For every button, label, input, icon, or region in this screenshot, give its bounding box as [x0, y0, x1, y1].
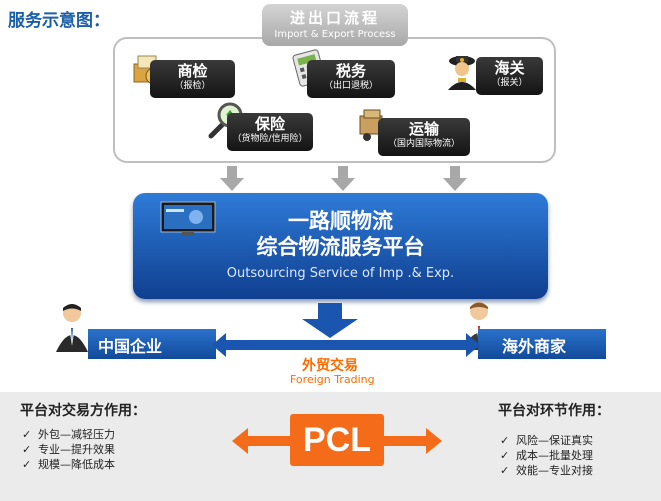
- list-item: ✓ 规模—降低成本: [22, 457, 115, 472]
- list-item: ✓ 成本—批量处理: [500, 448, 593, 463]
- list-item-text: 效能—专业对接: [516, 464, 593, 477]
- platform-english: Outsourcing Service of Imp .& Exp.: [226, 266, 455, 281]
- service-sub: （货物险/信用险）: [232, 134, 308, 144]
- list-item: ✓ 外包—减轻压力: [22, 427, 115, 442]
- chinese-businessman-icon: [56, 304, 88, 352]
- left-role-list: ✓ 外包—减轻压力 ✓ 专业—提升效果 ✓ 规模—降低成本: [22, 427, 115, 472]
- down-arrow-icon: [220, 166, 244, 191]
- process-title-en: Import & Export Process: [274, 29, 396, 40]
- service-sub: （报检）: [174, 81, 211, 91]
- service-name: 保险: [254, 115, 285, 133]
- process-container: [113, 37, 556, 163]
- right-role-title: 平台对环节作用：: [498, 403, 610, 419]
- down-arrow-icon: [302, 303, 358, 338]
- service-name: 税务: [335, 62, 366, 80]
- right-role-list: ✓ 风险—保证真实 ✓ 成本—批量处理 ✓ 效能—专业对接: [500, 433, 593, 478]
- customs-officer-icon: [448, 56, 476, 90]
- chinese-enterprise-label: 中国企业: [88, 329, 216, 359]
- list-item: ✓ 专业—提升效果: [22, 442, 115, 457]
- service-transport: 运输 （国内国际物流）: [378, 118, 470, 156]
- list-item-text: 成本—批量处理: [516, 449, 593, 462]
- process-title-cn: 进出口流程: [289, 9, 380, 27]
- platform-subtitle: 综合物流服务平台: [256, 235, 425, 259]
- service-sub: （出口退税）: [323, 81, 378, 91]
- list-item-text: 规模—降低成本: [38, 458, 115, 471]
- list-item: ✓ 效能—专业对接: [500, 463, 593, 478]
- down-arrow-icon: [443, 166, 467, 191]
- check-icon: ✓: [500, 449, 510, 462]
- list-item-text: 外包—减轻压力: [38, 428, 115, 441]
- overseas-merchant-label: 海外商家: [478, 329, 606, 359]
- service-name: 海关: [494, 59, 525, 77]
- service-tax: 税务 （出口退税）: [307, 60, 395, 98]
- trade-label-cn: 外贸交易: [302, 358, 358, 374]
- service-insurance: 保险 （货物险/信用险）: [227, 113, 313, 151]
- service-name: 运输: [408, 120, 439, 138]
- monitor-icon: [160, 201, 216, 236]
- list-item-text: 风险—保证真实: [516, 434, 593, 447]
- service-name: 商检: [177, 62, 208, 80]
- service-sub: （国内国际物流）: [387, 139, 460, 149]
- down-arrow-icon: [331, 166, 355, 191]
- check-icon: ✓: [500, 464, 510, 477]
- check-icon: ✓: [500, 434, 510, 447]
- pcl-badge: PCL: [290, 414, 384, 466]
- process-tab: 进出口流程 Import & Export Process: [262, 4, 408, 46]
- left-role-title: 平台对交易方作用：: [20, 403, 146, 419]
- right-arrow-icon: [382, 428, 442, 454]
- list-item-text: 专业—提升效果: [38, 443, 115, 456]
- double-arrow-icon: [212, 333, 480, 357]
- service-customs: 海关 （报关）: [476, 57, 543, 95]
- platform-panel: 一路顺物流 综合物流服务平台 Outsourcing Service of Im…: [133, 193, 548, 299]
- service-sub: （报关）: [491, 78, 528, 88]
- trade-label-en: Foreign Trading: [290, 373, 375, 386]
- platform-name: 一路顺物流: [288, 209, 393, 233]
- left-arrow-icon: [232, 428, 292, 454]
- page-title: 服务示意图：: [8, 11, 110, 31]
- check-icon: ✓: [22, 443, 32, 456]
- check-icon: ✓: [22, 428, 32, 441]
- service-inspection: 商检 （报检）: [150, 60, 235, 98]
- check-icon: ✓: [22, 458, 32, 471]
- list-item: ✓ 风险—保证真实: [500, 433, 593, 448]
